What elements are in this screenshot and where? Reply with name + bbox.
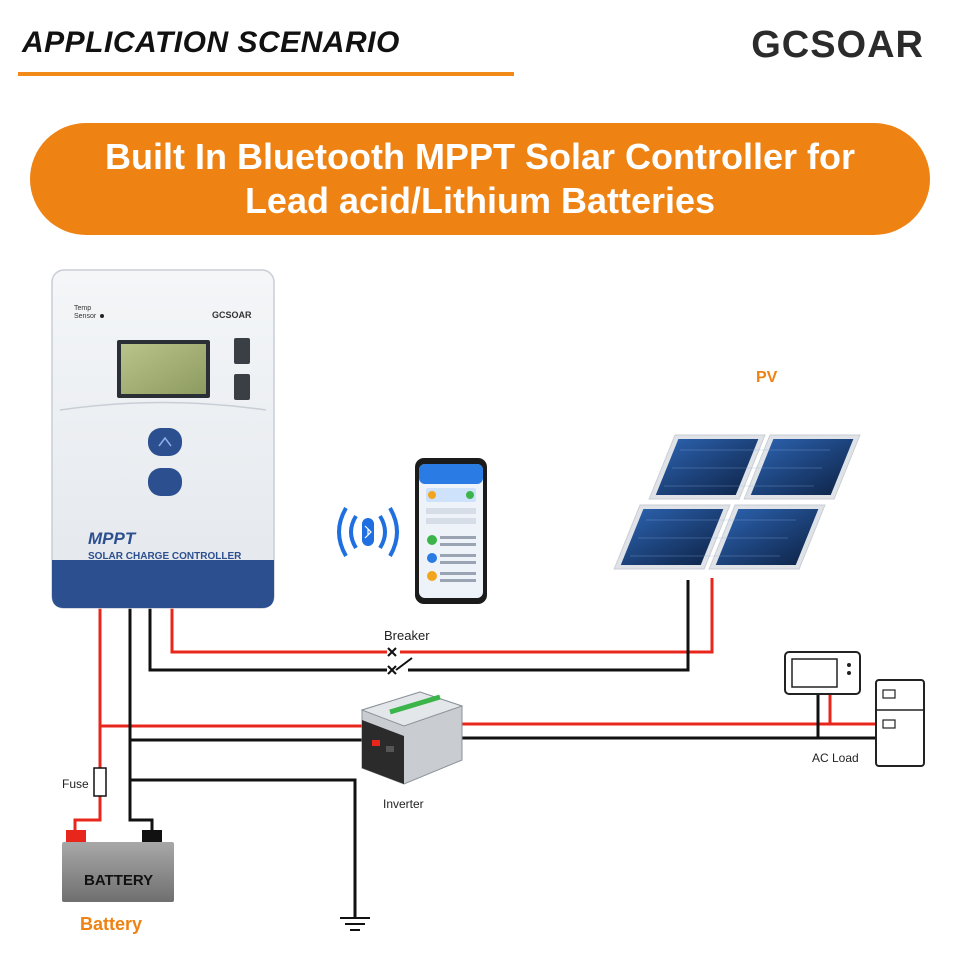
temp-sensor-label-1: Temp — [74, 305, 91, 312]
battery-label: Battery — [80, 914, 142, 934]
fuse-label: Fuse — [62, 777, 89, 791]
up-button — [148, 428, 182, 456]
usb-port-1 — [234, 338, 250, 364]
pv-label: PV — [756, 369, 778, 386]
solar-panel-array — [614, 435, 860, 569]
breaker-label: Breaker — [384, 628, 430, 643]
wire-pv-positive — [172, 605, 387, 652]
menu-button — [148, 468, 182, 496]
refrigerator-icon — [876, 680, 924, 766]
lcd-screen — [121, 344, 206, 394]
microwave-icon — [785, 652, 860, 694]
wires — [75, 578, 875, 918]
smartphone-icon — [415, 458, 487, 604]
wire-battery-positive-lower — [75, 795, 100, 836]
ground-icon — [340, 918, 370, 930]
bluetooth-icon — [339, 508, 397, 556]
usb-port-2 — [234, 374, 250, 400]
battery-body-label: BATTERY — [84, 872, 153, 889]
charge-controller: Temp Sensor GCSOAR MPPT SOLAR CHARGE CON… — [52, 270, 274, 608]
inverter-icon — [362, 692, 462, 784]
inverter-label: Inverter — [383, 797, 424, 811]
fuse-icon — [94, 768, 106, 796]
wire-pv-negative — [150, 605, 387, 670]
controller-subtitle: SOLAR CHARGE CONTROLLER — [88, 551, 242, 562]
ac-load-label: AC Load — [812, 751, 859, 765]
battery-icon: BATTERY — [62, 830, 174, 902]
controller-brand: GCSOAR — [212, 310, 252, 320]
temp-sensor-label-2: Sensor — [74, 313, 97, 320]
controller-model: MPPT — [88, 529, 137, 548]
